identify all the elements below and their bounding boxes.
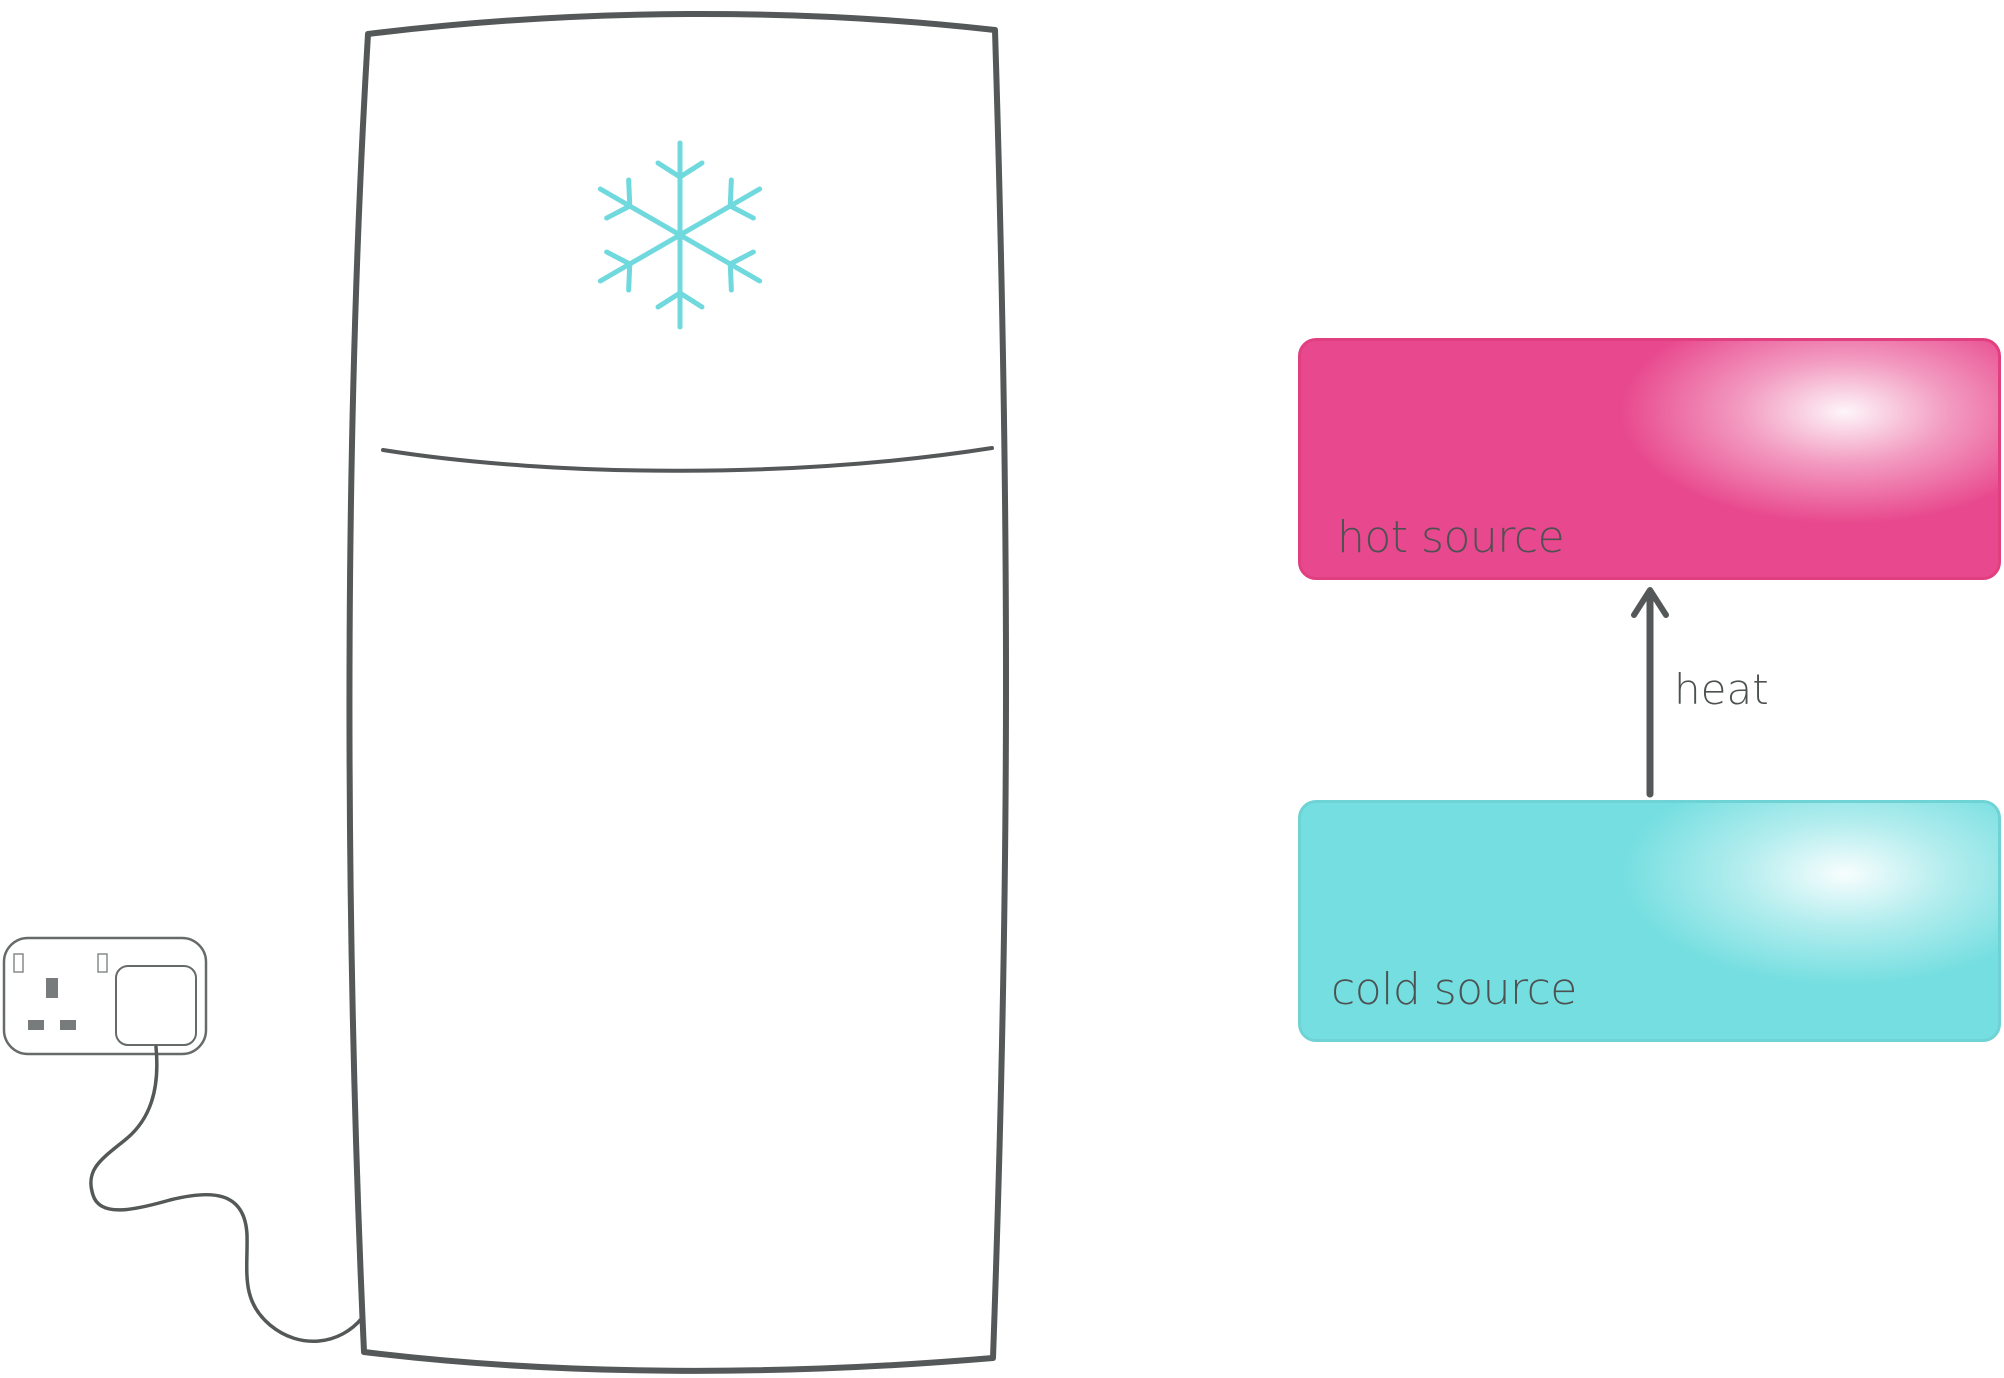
cold-source-box: cold source: [1298, 800, 2001, 1042]
heat-label: heat: [1674, 665, 1769, 714]
cold-source-label: cold source: [1331, 964, 1577, 1015]
wall-socket-icon: [2, 936, 208, 1056]
power-cord: [89, 1045, 364, 1343]
hot-source-label: hot source: [1337, 512, 1565, 563]
fridge-icon: [346, 10, 1010, 1374]
hot-source-box: hot source: [1298, 338, 2001, 580]
snowflake-icon: [597, 140, 763, 330]
arrow-up-icon: [1631, 587, 1669, 798]
